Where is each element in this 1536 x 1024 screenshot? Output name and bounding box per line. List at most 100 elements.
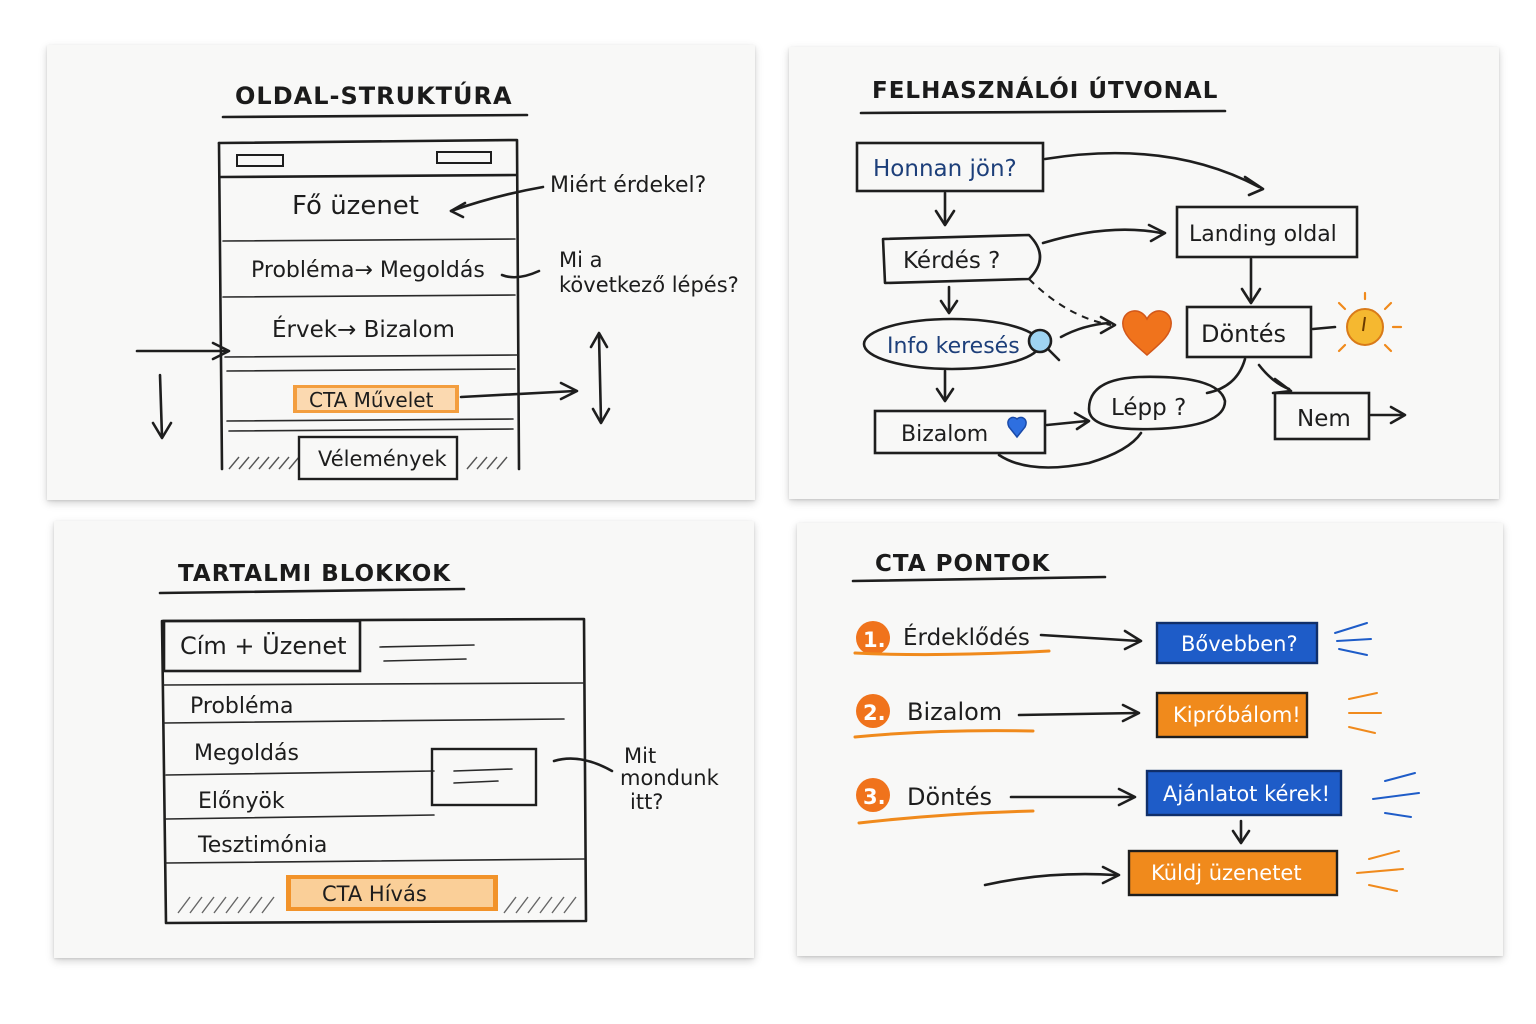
section-divider xyxy=(226,368,516,372)
heart-icon xyxy=(1122,310,1172,356)
arrowhead xyxy=(935,387,955,403)
arrowhead xyxy=(1073,411,1091,431)
decision-to-steps xyxy=(1205,357,1247,395)
section-divider xyxy=(228,428,514,432)
wireframe-frame-right xyxy=(217,138,521,471)
section-divider xyxy=(222,238,516,242)
small-heart-icon xyxy=(1007,416,1027,439)
section-divider xyxy=(224,354,518,358)
arrowhead xyxy=(939,299,959,315)
title-underline xyxy=(851,575,1107,583)
step-2-badge xyxy=(856,694,890,728)
no-box[interactable] xyxy=(1273,391,1371,441)
try-it-button[interactable] xyxy=(1155,691,1309,739)
arrowhead xyxy=(1121,703,1141,723)
trust-box[interactable] xyxy=(873,409,1047,455)
blue-emphasis-lines xyxy=(1372,772,1420,818)
content-blocks-sketch: TARTALMI BLOKKOK Cím + Üzenet Probléma M… xyxy=(158,561,720,925)
title-underline xyxy=(158,587,466,595)
content-placeholder-box xyxy=(430,747,538,807)
info-search-label: Info keresés xyxy=(887,334,1020,359)
placeholder-line xyxy=(383,658,467,662)
send-message-button[interactable] xyxy=(1127,849,1339,897)
magnifier-icon xyxy=(1027,328,1061,362)
source-to-landing-arrow xyxy=(1043,151,1261,189)
question-to-heart-dashed xyxy=(1028,278,1112,326)
step-1-underline xyxy=(853,649,1051,657)
why-arrowhead xyxy=(449,201,467,219)
reviews-box[interactable] xyxy=(297,435,459,481)
card-content-blocks: TARTALMI BLOKKOK Cím + Üzenet Probléma M… xyxy=(54,521,754,958)
cta-arrowhead xyxy=(559,381,579,401)
step-2-arrow xyxy=(1017,711,1139,717)
what-line1: Mit xyxy=(624,744,656,768)
title-message-box[interactable] xyxy=(162,619,362,673)
step-1-arrow xyxy=(1039,633,1141,643)
arrowhead xyxy=(1101,865,1121,885)
why-arrow xyxy=(449,185,545,213)
footer-hatching xyxy=(228,456,508,470)
cta-action-label: CTA Művelet xyxy=(309,388,434,412)
request-offer-button[interactable] xyxy=(1145,769,1343,817)
browser-bar-right xyxy=(436,151,492,164)
block-divider xyxy=(165,814,435,820)
placeholder-line xyxy=(453,780,499,784)
scroll-down-arrow xyxy=(158,373,164,439)
double-arrow-top xyxy=(589,331,609,349)
arrowhead xyxy=(1099,315,1117,335)
card-cta-points: CTA PONTOK 1. Érdeklődés Bővebben? 2. Bi… xyxy=(797,523,1503,956)
decision-label: Döntés xyxy=(1201,320,1286,348)
trust-loop xyxy=(997,431,1143,469)
arrowhead xyxy=(1389,405,1407,425)
arrowhead xyxy=(1240,287,1262,305)
next-step-line2: következő lépés? xyxy=(559,273,739,297)
vertical-double-arrow xyxy=(597,333,603,423)
step-3-underline xyxy=(857,809,1035,825)
arrowhead xyxy=(1117,787,1137,807)
block-divider xyxy=(163,718,565,724)
decision-sun-dash xyxy=(1311,325,1337,331)
cta-points-title: CTA PONTOK xyxy=(875,551,1050,577)
why-question: Miért érdekel? xyxy=(550,173,706,198)
question-to-landing-arrow xyxy=(1041,228,1163,245)
learn-more-label: Bővebben? xyxy=(1181,632,1298,656)
wireframe-frame-left xyxy=(217,141,224,471)
content-blocks-title: TARTALMI BLOKKOK xyxy=(178,561,451,587)
browser-bar-left xyxy=(236,154,284,167)
card-page-structure: OLDAL-STRUKTÚRA Fő üzenet Miért érdekel?… xyxy=(47,45,755,500)
step-1-label: Érdeklődés xyxy=(903,623,1030,651)
solution-label: Megoldás xyxy=(194,741,299,766)
trust-to-steps-arrow xyxy=(1045,419,1089,427)
learn-more-button[interactable] xyxy=(1155,621,1319,665)
placeholder-line xyxy=(453,768,513,772)
final-arrow xyxy=(983,872,1117,887)
cta-arrow xyxy=(459,389,577,399)
cta-points-sketch: CTA PONTOK 1. Érdeklődés Bővebben? 2. Bi… xyxy=(851,551,1420,897)
testimonial-label: Tesztimónia xyxy=(197,833,327,858)
benefits-label: Előnyök xyxy=(198,789,285,814)
next-step-line1: Mi a xyxy=(559,248,603,272)
step-1-number: 1. xyxy=(863,628,886,652)
question-label: Kérdés ? xyxy=(903,248,1000,274)
title-underline xyxy=(859,109,1227,115)
user-journey-sketch: FELHASZNÁLÓI ÚTVONAL Honnan jön? Landing… xyxy=(855,76,1407,469)
arrowhead xyxy=(1123,629,1143,651)
what-line2: mondunk xyxy=(620,766,720,790)
what-line3: itt? xyxy=(630,790,663,814)
user-journey-title: FELHASZNÁLÓI ÚTVONAL xyxy=(872,76,1218,104)
landing-box[interactable] xyxy=(1175,205,1359,259)
title-underline xyxy=(221,113,529,119)
reviews-label: Vélemények xyxy=(318,447,447,471)
arrowhead xyxy=(1231,829,1251,845)
block-divider xyxy=(165,770,435,776)
steps-bubble[interactable] xyxy=(1087,375,1227,431)
arguments-trust: Érvek→ Bizalom xyxy=(272,315,455,343)
request-offer-label: Ajánlatot kérek! xyxy=(1163,782,1330,806)
blue-emphasis-lines xyxy=(1334,622,1372,656)
decision-box[interactable] xyxy=(1185,305,1313,359)
next-step-connector xyxy=(500,269,541,279)
source-box[interactable] xyxy=(855,141,1045,193)
info-to-heart-arrow xyxy=(1059,321,1111,339)
source-label: Honnan jön? xyxy=(873,156,1017,182)
question-box[interactable] xyxy=(881,233,1042,285)
